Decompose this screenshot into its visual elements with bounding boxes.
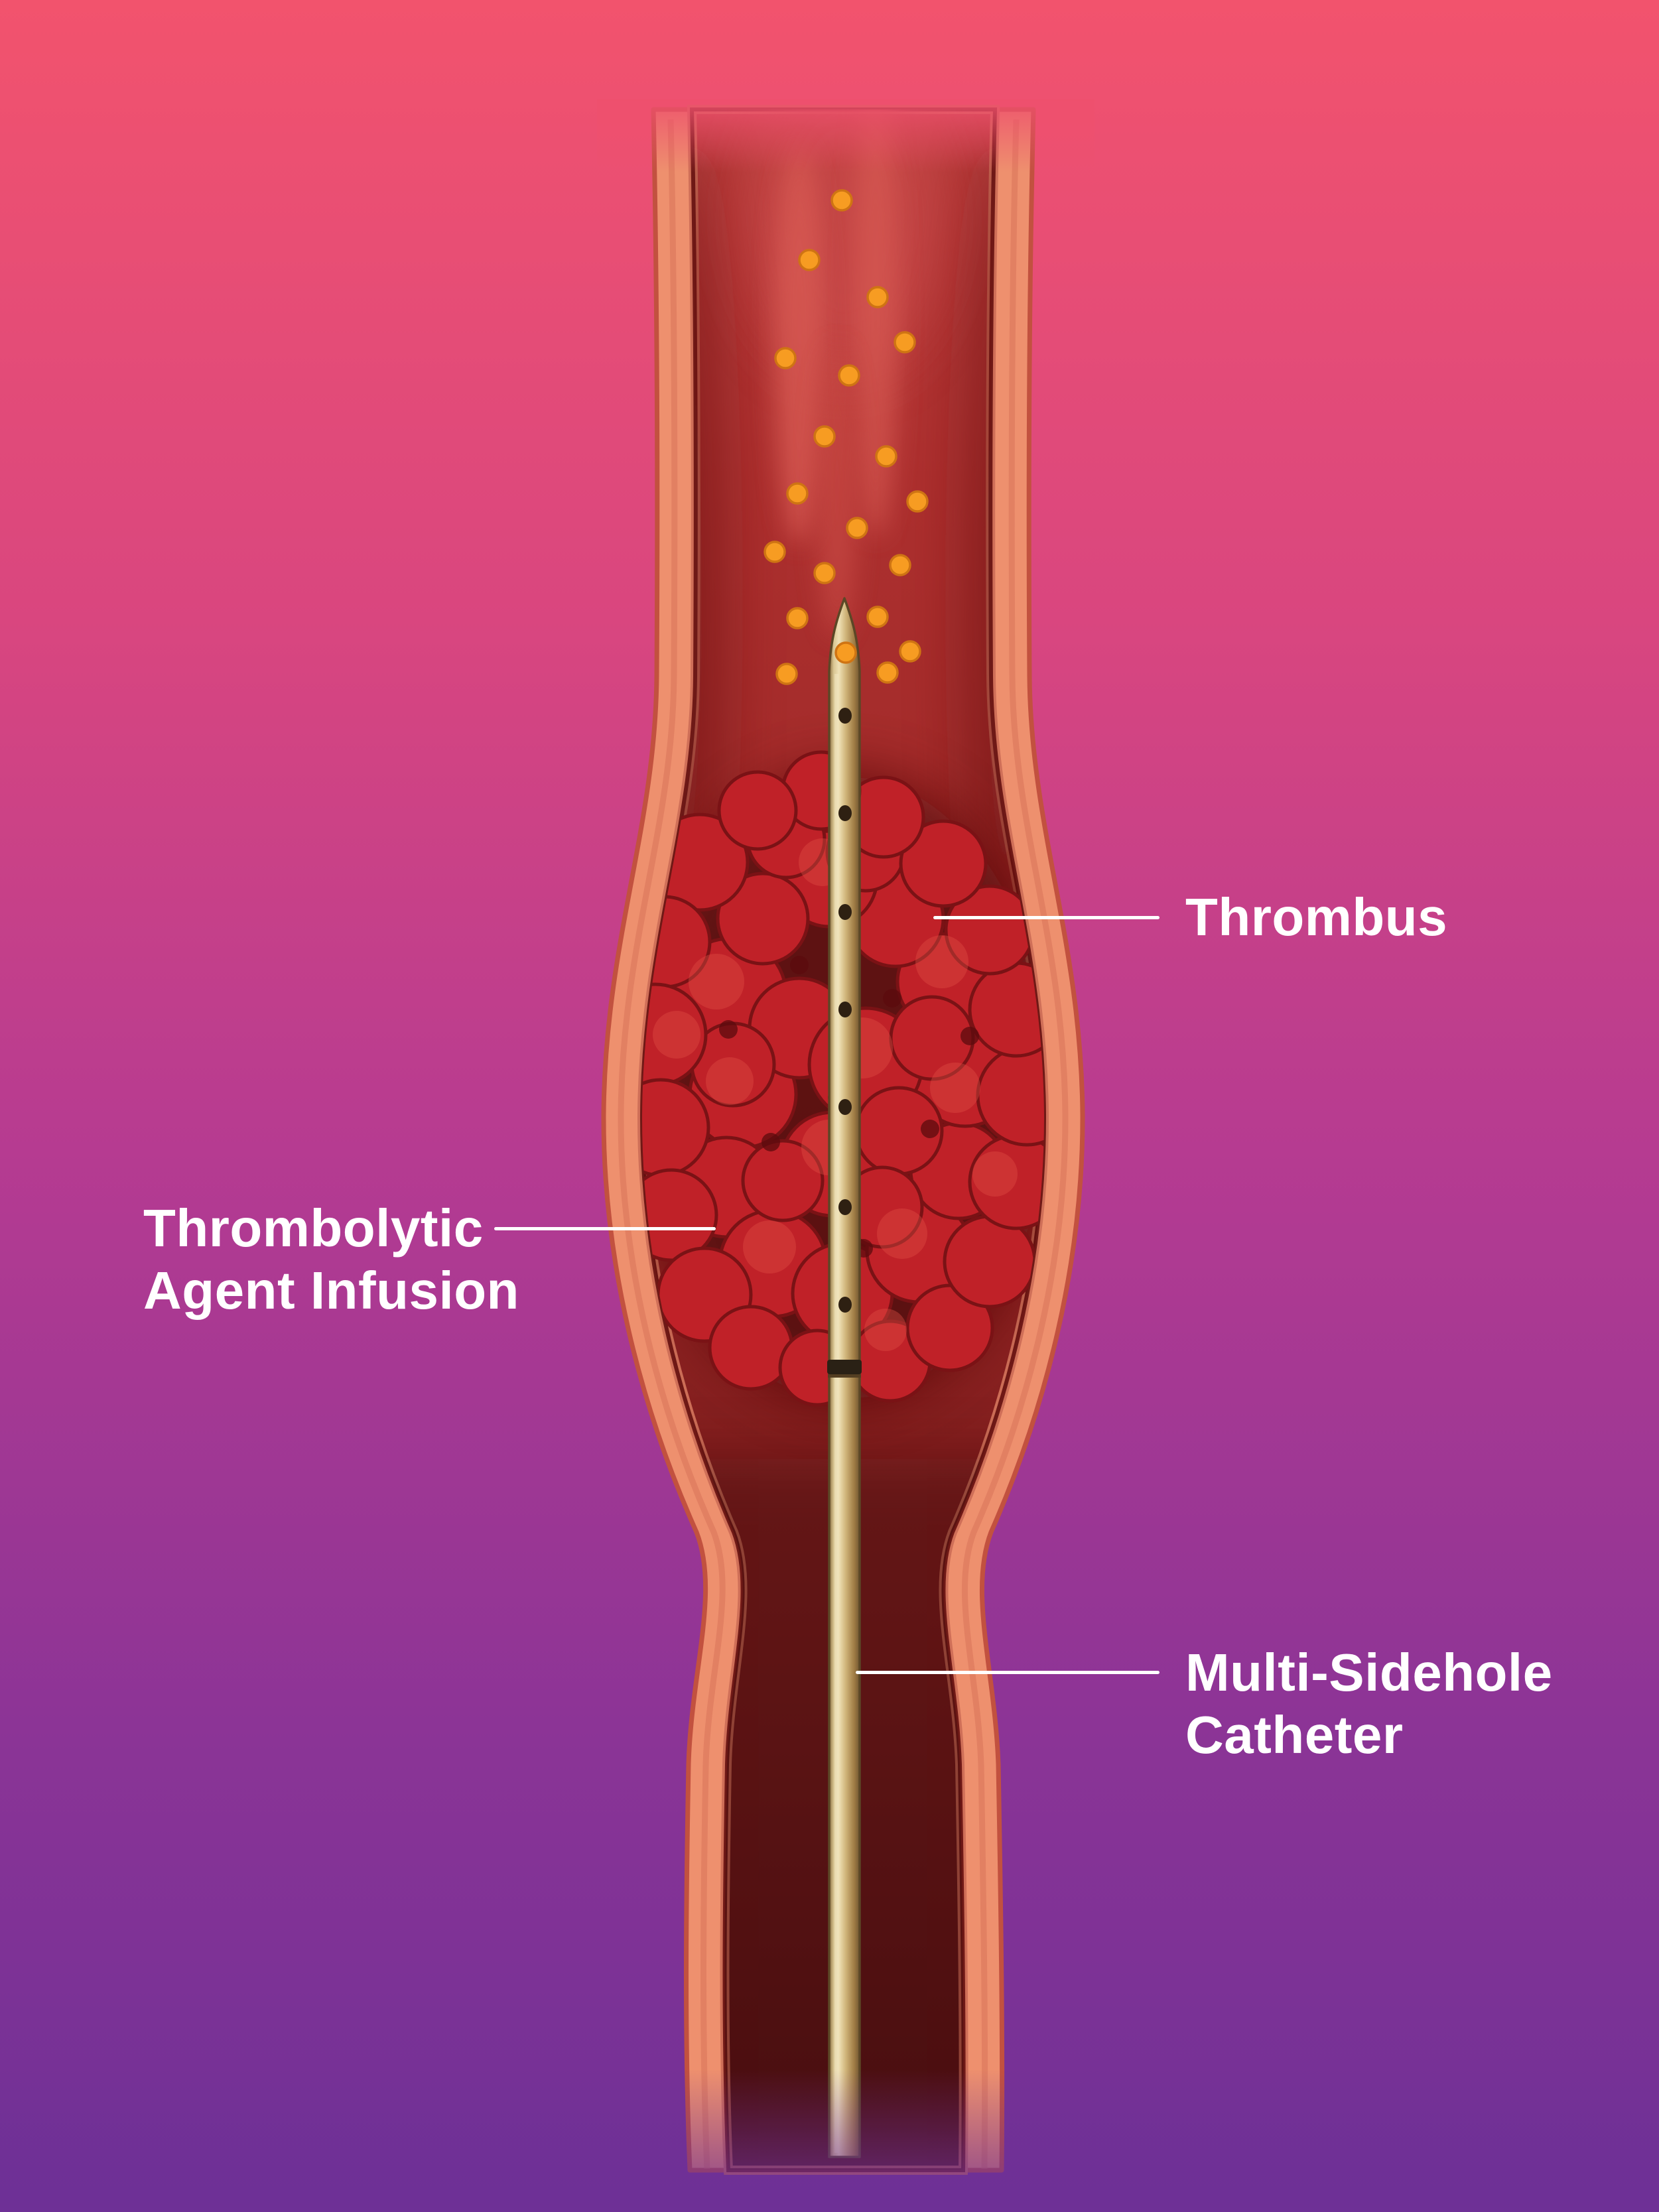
catheter-leader-line (856, 1671, 1160, 1674)
thrombolytic-leader-line (494, 1227, 716, 1230)
catheter-sideholes (838, 708, 852, 1313)
thrombus-label: Thrombus (1185, 887, 1448, 946)
thrombolytic-label-line2: Agent Infusion (143, 1260, 519, 1320)
catheter-highlight (834, 674, 838, 2153)
thrombus-leader-line (933, 916, 1160, 919)
bottom-fade (0, 2069, 1659, 2212)
marker-band-shadow (828, 1374, 861, 1378)
thrombolytic-label: Thrombolytic Agent Infusion (143, 1197, 519, 1321)
top-fade (597, 99, 1095, 172)
catheter-label-line2: Catheter (1185, 1705, 1404, 1764)
catheter-label-line1: Multi-Sidehole (1185, 1643, 1553, 1702)
thrombolytic-label-line1: Thrombolytic (143, 1199, 484, 1258)
catheter-label: Multi-Sidehole Catheter (1185, 1642, 1553, 1766)
thrombolytic-agent-dots (763, 189, 929, 685)
vessel-wall-striations (618, 119, 1069, 2170)
radiopaque-marker-band (827, 1360, 862, 1374)
catheter-illustration (827, 597, 862, 2158)
